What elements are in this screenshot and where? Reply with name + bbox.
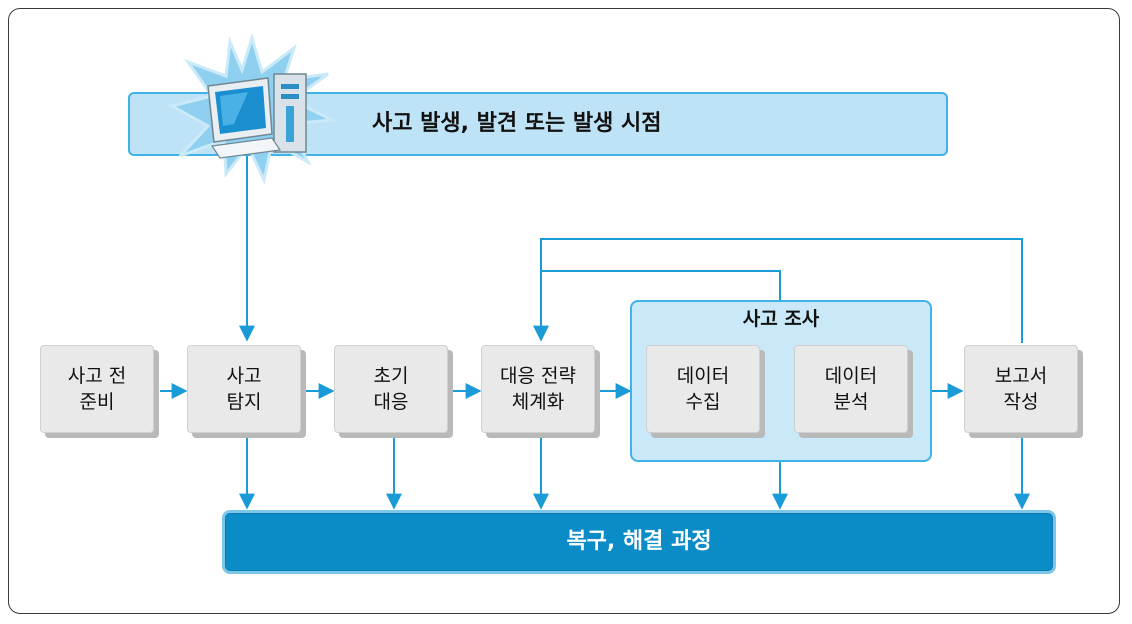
step-label-line1: 초기	[373, 365, 409, 387]
loop-investigation-to-strategy	[541, 270, 781, 300]
step-label-line1: 사고	[226, 365, 262, 387]
step-label-line1: 데이터	[824, 365, 878, 387]
recovery-bar-label: 복구, 해결 과정	[566, 529, 712, 554]
step-label-line2: 체계화	[511, 391, 565, 413]
step-label-line2: 탐지	[226, 391, 262, 413]
step-label-line2: 대응	[373, 391, 409, 413]
step-report-writing: 보고서 작성	[964, 345, 1078, 433]
computer-burst-icon	[168, 34, 336, 184]
step-initial-response: 초기 대응	[334, 345, 448, 433]
step-label-line2: 준비	[79, 391, 115, 413]
recovery-bar	[222, 510, 1056, 574]
step-label-line2: 수집	[685, 391, 721, 413]
step-label-line1: 대응 전략	[500, 365, 576, 387]
step-data-analysis: 데이터 분석	[794, 345, 908, 433]
step-label-line2: 작성	[1003, 391, 1039, 413]
step-label-line1: 보고서	[994, 365, 1048, 387]
step-incident-detection: 사고 탐지	[187, 345, 301, 433]
step-pre-incident-prep: 사고 전 준비	[40, 345, 154, 433]
step-label-line2: 분석	[833, 391, 869, 413]
investigation-group-title: 사고 조사	[742, 308, 820, 330]
loop-report-to-strategy	[533, 238, 1023, 343]
diagram-frame	[8, 8, 1120, 614]
step-label-line1: 사고 전	[67, 365, 127, 387]
step-label-line1: 데이터	[676, 365, 730, 387]
step-response-strategy: 대응 전략 체계화	[481, 345, 595, 433]
incident-banner-label: 사고 발생, 발견 또는 발생 시점	[372, 111, 662, 136]
step-data-collection: 데이터 수집	[646, 345, 760, 433]
